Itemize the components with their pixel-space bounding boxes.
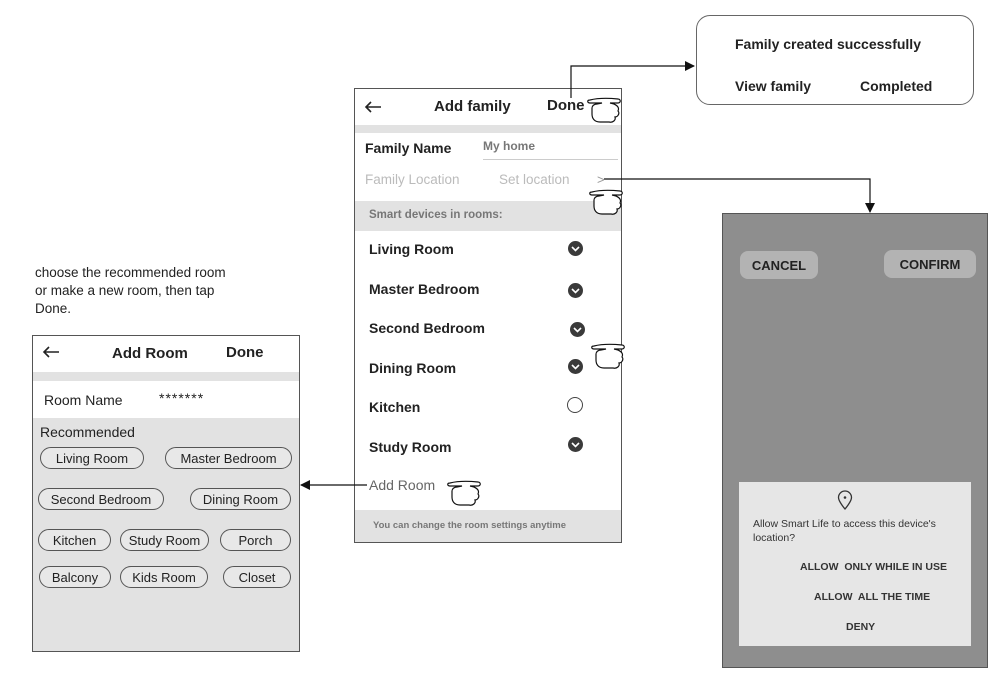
pill-master-bedroom[interactable]: Master Bedroom xyxy=(165,447,292,469)
pill-balcony[interactable]: Balcony xyxy=(39,566,111,588)
confirm-button[interactable]: CONFIRM xyxy=(884,250,976,278)
check-icon[interactable] xyxy=(568,437,583,452)
instruction-line-1: choose the recommended room xyxy=(35,265,226,280)
add-family-title: Add family xyxy=(434,98,511,115)
back-arrow-icon[interactable] xyxy=(363,99,383,120)
hand-pointer-icon-room xyxy=(591,343,625,369)
deny-button[interactable]: DENY xyxy=(846,621,876,633)
family-name-input[interactable]: My home xyxy=(483,139,536,153)
instruction-line-3: Done. xyxy=(35,301,72,316)
room-item-kitchen[interactable]: Kitchen xyxy=(369,399,421,415)
add-room-link[interactable]: Add Room xyxy=(369,477,436,493)
add-family-screen: Add family Done Family Name My home Fami… xyxy=(354,88,622,543)
pill-kids-room[interactable]: Kids Room xyxy=(120,566,208,588)
room-item-master-bedroom[interactable]: Master Bedroom xyxy=(369,281,480,297)
hand-pointer-icon-location xyxy=(589,189,623,215)
permission-question: Allow Smart Life to access this device's… xyxy=(753,517,936,545)
add-room-header: Add Room Done xyxy=(33,336,299,372)
header-divider xyxy=(355,125,621,133)
allow-while-in-use-button[interactable]: ALLOW ONLY WHILE IN USE xyxy=(800,561,948,573)
family-location-label: Family Location xyxy=(365,172,460,187)
hand-pointer-icon-done xyxy=(587,97,621,123)
room-name-row[interactable]: Room Name ******* xyxy=(33,381,299,418)
pill-kitchen[interactable]: Kitchen xyxy=(38,529,111,551)
family-name-label: Family Name xyxy=(365,140,452,156)
family-created-message: Family created successfully xyxy=(735,36,921,52)
recommended-label: Recommended xyxy=(40,424,135,440)
header-divider xyxy=(33,372,299,381)
pill-closet[interactable]: Closet xyxy=(223,566,291,588)
add-room-title: Add Room xyxy=(112,345,188,362)
family-name-underline xyxy=(483,159,618,160)
add-room-done-button[interactable]: Done xyxy=(226,344,264,361)
room-item-dining-room[interactable]: Dining Room xyxy=(369,360,457,376)
check-icon[interactable] xyxy=(568,359,583,374)
room-name-input[interactable]: ******* xyxy=(159,390,205,406)
completed-button[interactable]: Completed xyxy=(860,78,933,94)
cancel-button[interactable]: CANCEL xyxy=(740,251,818,279)
location-pin-icon xyxy=(837,490,853,515)
allow-all-the-time-button[interactable]: ALLOW ALL THE TIME xyxy=(814,591,931,603)
room-item-second-bedroom[interactable]: Second Bedroom xyxy=(369,320,485,336)
instruction-line-2: or make a new room, then tap xyxy=(35,283,215,298)
room-item-study-room[interactable]: Study Room xyxy=(369,439,452,455)
family-created-dialog: Family created successfully View family … xyxy=(696,15,974,105)
set-location-link[interactable]: Set location xyxy=(499,172,570,187)
view-family-button[interactable]: View family xyxy=(735,78,812,94)
add-room-screen: Add Room Done Room Name ******* Recommen… xyxy=(32,335,300,652)
unchecked-circle-icon[interactable] xyxy=(567,397,583,413)
permission-question-line-1: Allow Smart Life to access this device's xyxy=(753,518,936,530)
permission-question-line-2: location? xyxy=(753,532,796,544)
pill-porch[interactable]: Porch xyxy=(220,529,291,551)
footer-note: You can change the room settings anytime xyxy=(373,520,567,531)
location-permission-screen: CANCEL CONFIRM Allow Smart Life to acces… xyxy=(722,213,988,668)
footer-bar: You can change the room settings anytime xyxy=(355,510,621,542)
add-family-done-button[interactable]: Done xyxy=(547,97,585,114)
chevron-right-icon[interactable]: > xyxy=(597,172,605,187)
room-item-living-room[interactable]: Living Room xyxy=(369,241,454,257)
permission-dialog: Allow Smart Life to access this device's… xyxy=(739,482,971,646)
pill-study-room[interactable]: Study Room xyxy=(120,529,209,551)
hand-pointer-icon-add-room xyxy=(447,480,481,506)
recommended-area: Recommended Living Room Master Bedroom S… xyxy=(33,418,299,651)
check-icon[interactable] xyxy=(570,322,585,337)
room-name-label: Room Name xyxy=(44,392,123,408)
instruction-text: choose the recommended room or make a ne… xyxy=(35,264,226,318)
check-icon[interactable] xyxy=(568,241,583,256)
check-icon[interactable] xyxy=(568,283,583,298)
pill-second-bedroom[interactable]: Second Bedroom xyxy=(38,488,164,510)
pill-living-room[interactable]: Living Room xyxy=(40,447,144,469)
arrow-to-permission-screen xyxy=(604,178,875,213)
back-arrow-icon[interactable] xyxy=(41,344,61,365)
smart-devices-header: Smart devices in rooms: xyxy=(355,201,621,231)
pill-dining-room[interactable]: Dining Room xyxy=(190,488,291,510)
smart-devices-label: Smart devices in rooms: xyxy=(369,209,503,221)
arrow-to-family-dialog xyxy=(570,61,695,98)
